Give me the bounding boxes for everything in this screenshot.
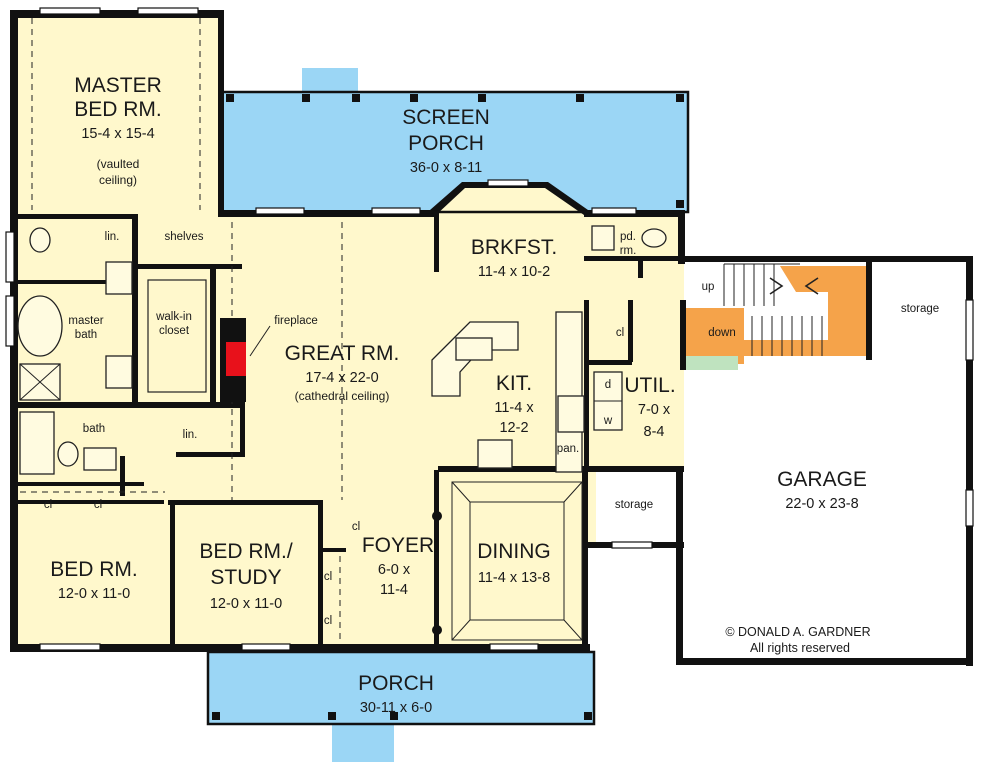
stair-up-floor: [744, 266, 866, 356]
fireplace-label: fireplace: [274, 315, 317, 327]
kitchen-counter: [555, 311, 583, 473]
kitchen-sink: [455, 337, 493, 361]
garage-dims: 22-0 x 23-8: [785, 496, 858, 512]
shelves-label: shelves: [165, 231, 204, 243]
screen-porch-steps: [302, 68, 358, 94]
bed-study-dims: 12-0 x 11-0: [210, 596, 282, 612]
toilet-pd: [641, 228, 667, 248]
copyright: © DONALD A. GARDNER All rights reserved: [725, 625, 870, 655]
porch-name: PORCH: [358, 672, 434, 695]
bed-study-name: BED RM./: [199, 540, 293, 563]
screen-porch-name: SCREEN: [402, 106, 490, 129]
dining-tray-inner: [469, 501, 565, 621]
screen-porch-dims: 36-0 x 8-11: [410, 160, 482, 176]
walk-in-label-1: walk-in: [155, 311, 192, 323]
storage-side-label: storage: [615, 499, 653, 511]
copyright-line-2: All rights reserved: [750, 641, 850, 655]
great-rm-dims: 17-4 x 22-0: [305, 370, 378, 386]
kit-dims-2: 12-2: [499, 420, 528, 436]
bed-study-name-2: STUDY: [210, 566, 281, 589]
foyer-dims-2: 11-4: [380, 582, 408, 598]
toilet-hall: [57, 441, 79, 467]
bed-rm-dims: 12-0 x 11-0: [58, 586, 130, 602]
dining-tray-outer: [451, 481, 583, 641]
master-bed-name: MASTER: [74, 74, 162, 97]
dashed-lines: [20, 18, 343, 640]
lin-master-label: lin.: [105, 231, 120, 243]
cl-label-1: cl: [44, 499, 52, 511]
copyright-line-1: © DONALD A. GARDNER: [725, 625, 870, 639]
master-bed-name-2: BED RM.: [74, 98, 162, 121]
washer-label: w: [603, 415, 613, 427]
master-bed-dims: 15-4 x 15-4: [81, 126, 154, 142]
foyer-name: FOYER: [362, 534, 434, 557]
toilet-master: [29, 227, 51, 253]
vanity-master-2: [105, 355, 133, 389]
porch-posts: [212, 94, 684, 720]
dryer-label: d: [605, 379, 611, 391]
util-dims-2: 8-4: [644, 424, 665, 440]
tub-hall: [19, 411, 55, 475]
master-bed-note-2: ceiling): [99, 173, 137, 187]
pd-rm-label-1: pd.: [620, 231, 636, 243]
interior-walls: [14, 212, 872, 648]
vanity-hall: [83, 447, 117, 471]
screen-porch-name-2: PORCH: [408, 132, 484, 155]
front-porch-floor: [208, 652, 594, 724]
vanity-master-1: [105, 261, 133, 295]
bed-rm-name: BED RM.: [50, 558, 138, 581]
garage-name: GARAGE: [777, 468, 867, 491]
master-bath-label-1: master: [68, 315, 103, 327]
pantry: [557, 395, 585, 433]
fixtures: [17, 225, 667, 641]
cl-study-label-1: cl: [324, 571, 332, 583]
tub-master: [17, 295, 63, 357]
small-labels: lin. shelves master bath walk-in closet …: [44, 231, 939, 627]
lin-hall-label: lin.: [183, 429, 198, 441]
porch-dims: 30-11 x 6-0: [360, 700, 432, 716]
walk-in-closet-shelves: [147, 279, 207, 393]
great-rm-note: (cathedral ceiling): [295, 389, 390, 403]
master-bath-label-2: bath: [75, 329, 97, 341]
green-pad: [686, 356, 738, 370]
walk-in-label-2: closet: [159, 325, 190, 337]
up-label: up: [702, 281, 715, 293]
pantry-label: pan.: [557, 443, 579, 455]
dining-name: DINING: [477, 540, 551, 563]
interior-floor: [14, 14, 680, 648]
fireplace-fire: [226, 342, 246, 376]
master-bed-note-1: (vaulted: [97, 157, 140, 171]
range: [477, 439, 513, 469]
front-porch-steps: [332, 722, 394, 762]
cl-foyer-label: cl: [352, 521, 360, 533]
pd-rm-label-2: rm.: [620, 245, 637, 257]
brkfst-name: BRKFST.: [471, 236, 557, 259]
down-label: down: [708, 327, 736, 339]
util-dims-1: 7-0 x: [638, 402, 671, 418]
great-rm-name: GREAT RM.: [285, 342, 400, 365]
bath-label: bath: [83, 423, 105, 435]
cl-study-label-2: cl: [324, 615, 332, 627]
sink-pd: [591, 225, 615, 251]
brkfst-dims: 11-4 x 10-2: [478, 264, 550, 280]
dining-dims: 11-4 x 13-8: [478, 570, 550, 586]
cl-util-label: cl: [616, 327, 624, 339]
foyer-dims-1: 6-0 x: [378, 562, 411, 578]
kit-dims-1: 11-4 x: [494, 400, 534, 416]
stair-down-floor: [682, 308, 744, 364]
room-labels: MASTER BED RM. 15-4 x 15-4 (vaulted ceil…: [50, 74, 867, 716]
kit-name: KIT.: [496, 372, 532, 395]
stairs: [723, 263, 823, 356]
cl-label-2: cl: [94, 499, 102, 511]
util-name: UTIL.: [624, 374, 675, 397]
storage-garage-label: storage: [901, 303, 939, 315]
windows: [5, 7, 974, 651]
